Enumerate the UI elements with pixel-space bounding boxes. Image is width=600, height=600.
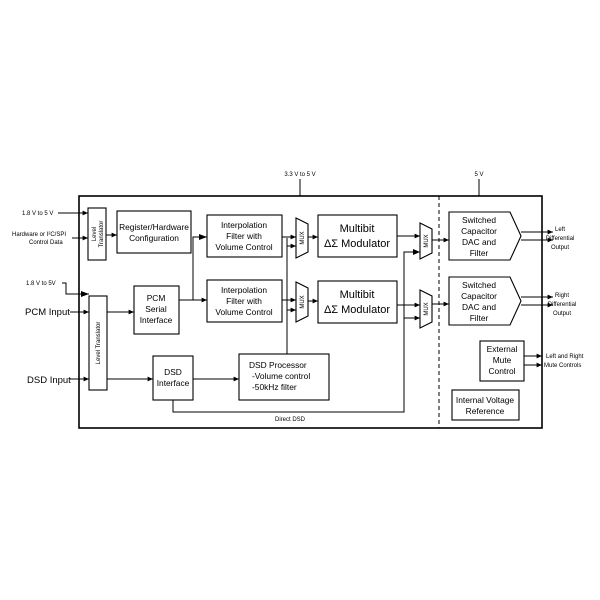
modulator-top-label-2: ΔΣ Modulator [324, 238, 390, 250]
interpolation-filter-top [206, 214, 283, 258]
dsd-processor-label-3: -50kHz filter [252, 382, 297, 392]
internal-vref-block [451, 389, 520, 421]
dsd-interface-label-1: DSD [164, 367, 182, 377]
mute-output-label-1: Left and Right [546, 354, 584, 360]
level-translator-bottom [88, 295, 108, 391]
dsd-processor-label-2: -Volume control [252, 371, 310, 381]
right-output-label-2: Differential [548, 302, 577, 308]
mux-4-label: MUX [424, 302, 430, 315]
external-mute-block [479, 340, 525, 382]
left-output-label-1: Left [555, 227, 565, 233]
right-output-label-3: Output [553, 311, 571, 317]
interp-bottom-label-1: Interpolation [221, 285, 267, 295]
mux-1 [295, 217, 309, 259]
direct-dsd-arrowhead-top [413, 249, 420, 255]
interp-top-label-3: Volume Control [215, 242, 272, 252]
dac-right-label-4: Filter [470, 313, 489, 323]
dac-left-label-2: Capacitor [461, 226, 497, 236]
modulator-bottom-label-1: Multibit [340, 289, 375, 301]
dsd-interface-label-2: Interface [157, 378, 190, 388]
modulator-top [317, 214, 398, 258]
direct-dsd-label: Direct DSD [275, 417, 306, 423]
mux-3 [295, 281, 309, 323]
control-data-label-1: Hardware or I²C/SPI [12, 232, 66, 238]
register-config-label-1: Register/Hardware [119, 222, 189, 232]
dsd-processor-label-1: DSD Processor [249, 360, 307, 370]
dac-right-block [448, 276, 522, 326]
pcm-to-interp-top-arrowhead [199, 234, 207, 240]
dac-right-label-2: Capacitor [461, 291, 497, 301]
internal-vref-label-2: Reference [466, 406, 505, 416]
pcm-serial-label-2: Serial [145, 304, 167, 314]
mux-3-label: MUX [300, 295, 306, 308]
external-mute-label-2: Mute [493, 355, 512, 365]
mute-output-label-2: Mute Controls [544, 363, 581, 369]
external-mute-label-3: Control [489, 366, 516, 376]
modulator-bottom [317, 280, 398, 324]
dac-left-label-4: Filter [470, 248, 489, 258]
pcm-serial-label-3: Interface [140, 315, 173, 325]
pcm-input-label: PCM Input [25, 307, 70, 318]
dac-supply-label: 5 V [474, 172, 483, 178]
modulator-top-label-1: Multibit [340, 223, 375, 235]
internal-vref-label-1: Internal Voltage [456, 395, 515, 405]
interp-top-label-1: Interpolation [221, 220, 267, 230]
mux-2-label: MUX [424, 234, 430, 247]
level-translator-top [87, 207, 107, 261]
interpolation-filter-bottom [206, 279, 283, 323]
core-supply-label: 3.3 V to 5 V [284, 172, 315, 178]
dsd-processor [238, 353, 330, 401]
control-data-label-2: Control Data [29, 240, 63, 246]
serial-supply-line [62, 282, 89, 295]
direct-dsd-line [172, 251, 420, 413]
level-translator-top-label-2: Translator [99, 221, 105, 248]
register-config-block [116, 210, 192, 254]
left-output-label-3: Output [551, 245, 569, 251]
dsd-input-label: DSD Input [27, 375, 71, 386]
dac-left-block [448, 211, 522, 261]
serial-supply-label: 1.8 V to 5V [26, 281, 56, 287]
serial-supply-arrowhead [81, 291, 89, 297]
interp-bottom-label-2: Filter with [226, 296, 262, 306]
register-config-label-2: Configuration [129, 233, 179, 243]
modulator-bottom-label-2: ΔΣ Modulator [324, 304, 390, 316]
pcm-serial-label-1: PCM [147, 293, 166, 303]
dac-left-label-1: Switched [462, 215, 496, 225]
dac-left-label-3: DAC and [462, 237, 496, 247]
left-output-label-2: Differential [546, 236, 575, 242]
interp-bottom-label-3: Volume Control [215, 307, 272, 317]
mux-2 [419, 222, 433, 260]
level-translator-top-label-1: Level [92, 227, 98, 241]
dac-right-label-3: DAC and [462, 302, 496, 312]
interp-top-label-2: Filter with [226, 231, 262, 241]
level-translator-bottom-label: Level Translator [96, 322, 102, 365]
external-mute-label-1: External [487, 344, 518, 354]
right-output-label-1: Right [555, 293, 569, 299]
pcm-serial-interface [133, 285, 180, 335]
mux-1-label: MUX [300, 231, 306, 244]
mux-4 [419, 289, 433, 329]
dac-right-label-1: Switched [462, 280, 496, 290]
control-supply-label: 1.8 V to 5 V [22, 211, 53, 217]
